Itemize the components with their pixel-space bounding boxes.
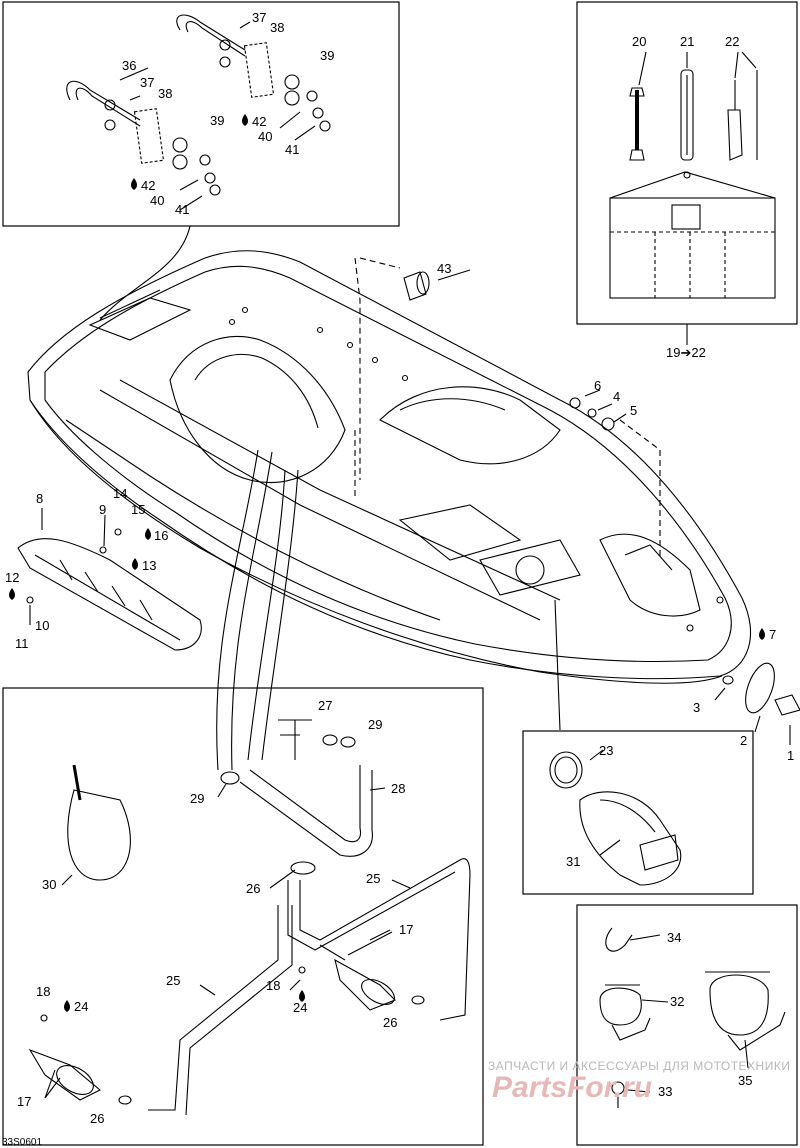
callout-24a: 24 [74, 999, 88, 1014]
callout-23: 23 [599, 743, 613, 758]
drop-icon [131, 178, 137, 190]
watermark: ЗАПЧАСТИ И АКСЕССУАРЫ ДЛЯ МОТОТЕХНИКИ Pa… [488, 1059, 790, 1104]
callout-7: 7 [769, 627, 776, 642]
callout-26a: 26 [246, 881, 260, 896]
callout-18b: 18 [266, 978, 280, 993]
callout-21: 21 [680, 34, 694, 49]
tool-kit-drawing [609, 51, 776, 299]
handles-detail-frame [2, 1, 400, 227]
callout-labels: 1 2 3 4 5 6 7 8 9 10 11 12 13 14 15 16 1… [5, 10, 794, 1126]
drop-icon [132, 558, 138, 570]
drop-icon [9, 588, 15, 600]
drop-icon [299, 990, 305, 1002]
lubricant-drop-icons [9, 114, 765, 1012]
callout-11: 11 [15, 636, 29, 651]
callout-12: 12 [5, 570, 19, 585]
callout-17a: 17 [399, 922, 413, 937]
callout-15: 15 [131, 502, 145, 517]
callout-35: 35 [738, 1073, 752, 1088]
callout-34: 34 [667, 930, 681, 945]
callout-40b: 40 [258, 129, 272, 144]
drain-plug-drawing [403, 269, 800, 745]
drain-hose-detail-frame [2, 687, 484, 1146]
callout-20: 20 [632, 34, 646, 49]
drain-hose-drawing [28, 719, 471, 1116]
clamps-drawing [599, 927, 786, 1108]
callout-42b: 42 [252, 114, 266, 129]
drop-icon [759, 628, 765, 640]
drop-icon [145, 528, 151, 540]
callout-43: 43 [437, 261, 451, 276]
hull-drawing [27, 225, 751, 731]
callout-29b: 29 [368, 717, 382, 732]
callout-10: 10 [35, 618, 49, 633]
callout-32: 32 [670, 994, 684, 1009]
drop-icon [242, 114, 248, 126]
callout-33: 33 [658, 1084, 672, 1099]
callout-25a: 25 [366, 871, 380, 886]
callout-5: 5 [630, 403, 637, 418]
drawing-code: 33S0601 [2, 1137, 42, 1148]
clamps-detail-frame [576, 904, 798, 1146]
callout-29a: 29 [190, 791, 204, 806]
bilge-cover-drawing [549, 749, 682, 886]
callout-37b: 37 [252, 10, 266, 25]
callout-16: 16 [154, 528, 168, 543]
callout-26b: 26 [383, 1015, 397, 1030]
callout-41b: 41 [285, 142, 299, 157]
callout-3: 3 [693, 700, 700, 715]
callout-9: 9 [99, 502, 106, 517]
callout-28: 28 [391, 781, 405, 796]
callout-40a: 40 [150, 193, 164, 208]
callout-4: 4 [613, 389, 620, 404]
watermark-caption: ЗАПЧАСТИ И АКСЕССУАРЫ ДЛЯ МОТОТЕХНИКИ [488, 1059, 790, 1073]
callout-18a: 18 [36, 984, 50, 999]
callout-2: 2 [740, 733, 747, 748]
callout-31: 31 [566, 854, 580, 869]
callout-42a: 42 [141, 178, 155, 193]
callout-39b: 39 [320, 48, 334, 63]
callout-8: 8 [36, 491, 43, 506]
kit-range-label: 19➔22 [666, 345, 706, 360]
bilge-cover-detail-frame [522, 730, 754, 895]
callout-36: 36 [122, 58, 136, 73]
callout-24b: 24 [293, 1000, 307, 1015]
siphon-hoses [216, 449, 299, 771]
callout-26c: 26 [90, 1111, 104, 1126]
footrest-drawing [17, 508, 202, 651]
drop-icon [64, 1000, 70, 1012]
callout-38b: 38 [270, 20, 284, 35]
callout-38a: 38 [158, 86, 172, 101]
handle-assembly-drawing [66, 14, 331, 211]
callout-17b: 17 [17, 1094, 31, 1109]
callout-13: 13 [142, 558, 156, 573]
callout-25b: 25 [166, 973, 180, 988]
callout-39a: 39 [210, 113, 224, 128]
watermark-brand: PartsFor.ru [492, 1071, 652, 1104]
callout-27: 27 [318, 698, 332, 713]
callout-22: 22 [725, 34, 739, 49]
callout-6: 6 [594, 378, 601, 393]
callout-14: 14 [113, 486, 127, 501]
callout-30: 30 [42, 877, 56, 892]
callout-37a: 37 [140, 75, 154, 90]
callout-41a: 41 [175, 202, 189, 217]
callout-1: 1 [787, 748, 794, 763]
